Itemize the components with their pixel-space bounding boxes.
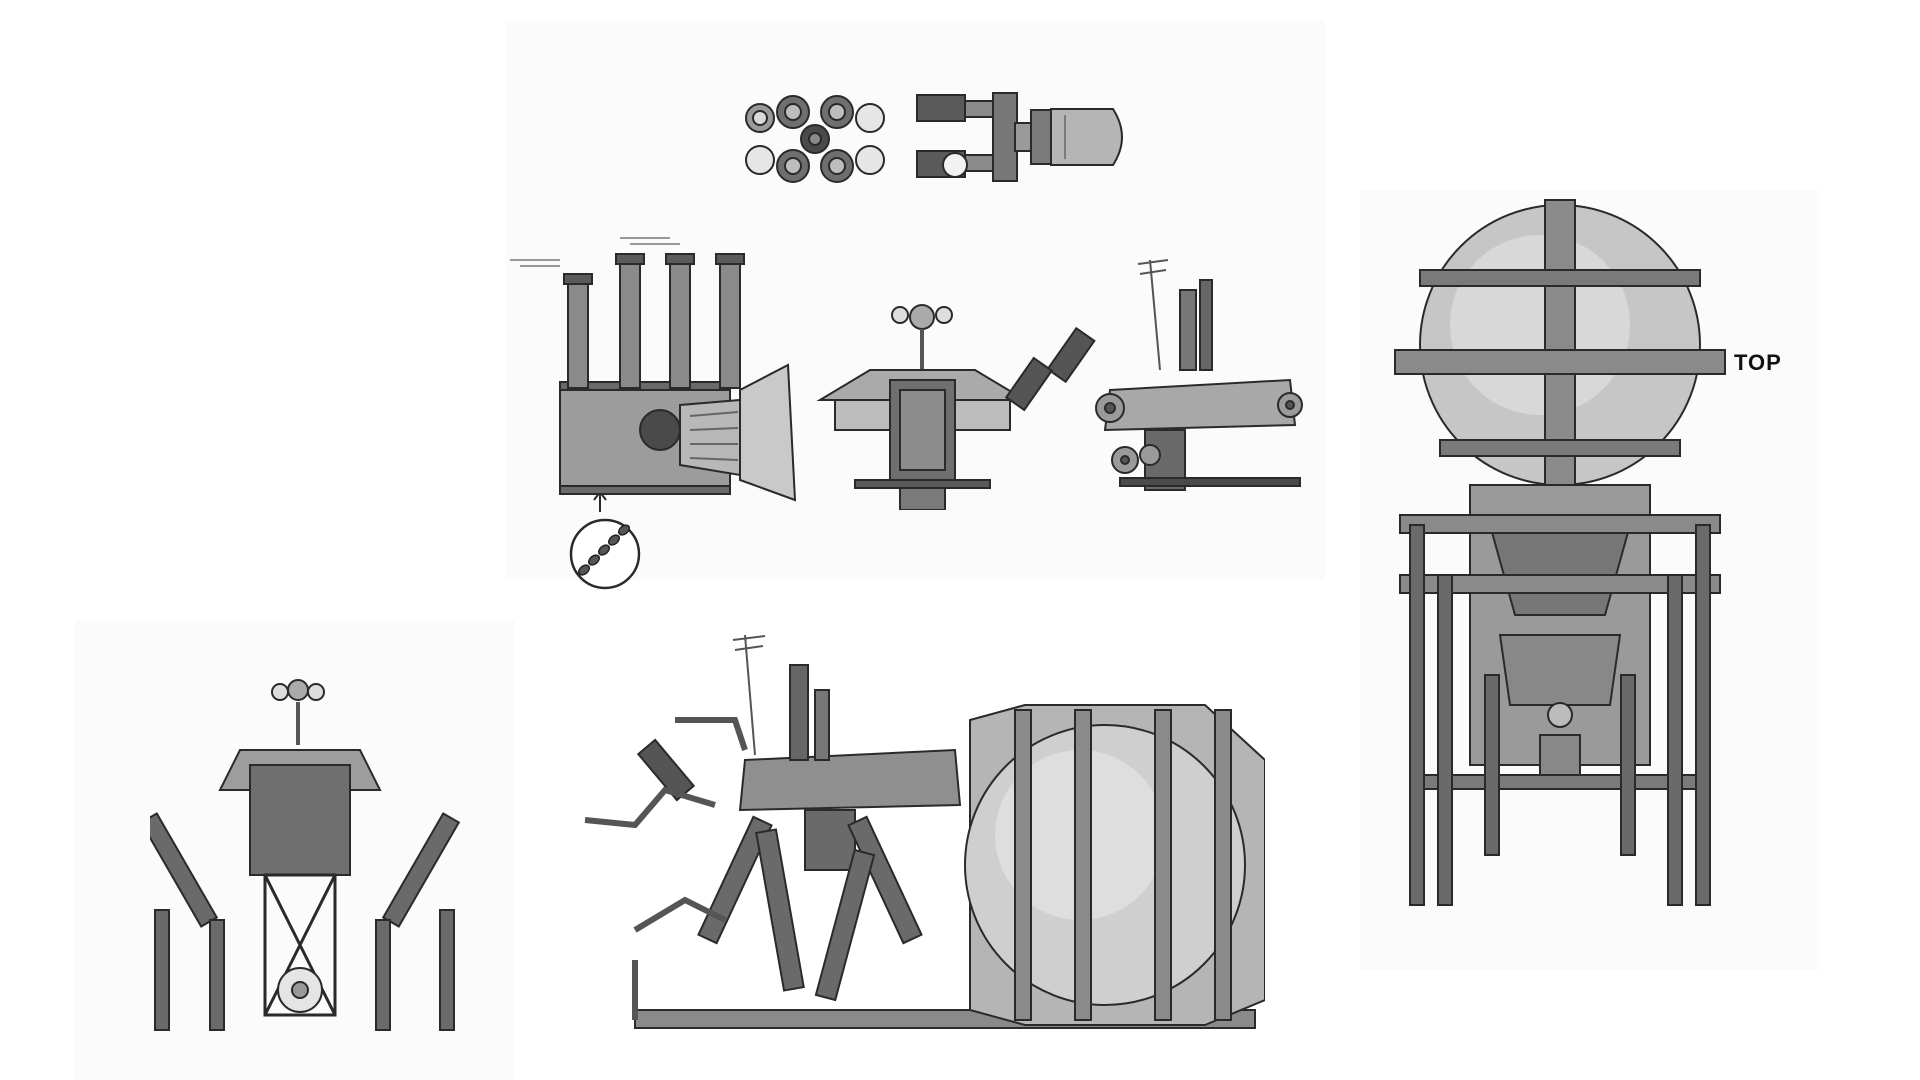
binocular-lamp-icon	[916, 92, 1123, 182]
gear-platform-side-view	[1000, 250, 1310, 515]
chain-detail-callout	[560, 490, 650, 590]
side-view-drawing	[575, 630, 1265, 1040]
top-view-label: TOP	[1734, 350, 1782, 375]
top-view-drawing	[1390, 195, 1730, 945]
binocular-lamp-side-view	[915, 85, 1135, 190]
chimney-machine-view	[510, 230, 810, 510]
front-view-drawing	[150, 670, 470, 1040]
lamp-cluster-front-view	[735, 90, 895, 190]
lamp-cluster-icon	[745, 95, 885, 183]
roof-front-view	[815, 295, 1030, 510]
gear-icon	[1095, 392, 1303, 474]
chain-link-icon	[569, 490, 641, 590]
